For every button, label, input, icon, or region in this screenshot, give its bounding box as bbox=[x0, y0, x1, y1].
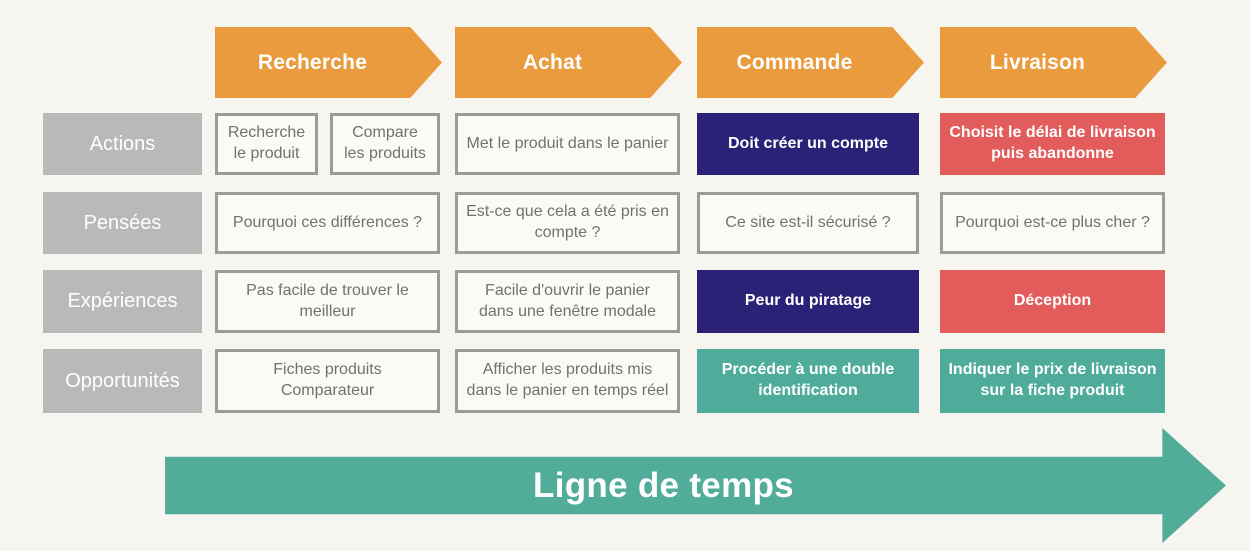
cell-actions-achat: Met le produit dans le panier bbox=[455, 113, 680, 175]
cell-experiences-achat: Facile d'ouvrir le panier dans une fenêt… bbox=[455, 270, 680, 333]
stage-label: Commande bbox=[736, 50, 853, 74]
stage-label: Recherche bbox=[257, 50, 368, 74]
stage-arrow-recherche: Recherche bbox=[215, 27, 442, 98]
cell-opportunites-livraison: Indiquer le prix de livraison sur la fic… bbox=[940, 349, 1165, 413]
cell-experiences-livraison: Déception bbox=[940, 270, 1165, 333]
cell-actions-commande: Doit créer un compte bbox=[697, 113, 919, 175]
cell-actions-livraison: Choisit le délai de livraison puis aband… bbox=[940, 113, 1165, 175]
cell-pensees-achat: Est-ce que cela a été pris en compte ? bbox=[455, 192, 680, 254]
stage-label: Achat bbox=[522, 50, 583, 74]
stage-arrow-commande: Commande bbox=[697, 27, 924, 98]
cell-pensees-commande: Ce site est-il sécurisé ? bbox=[697, 192, 919, 254]
cell-actions-compare-produits: Compare les produits bbox=[330, 113, 440, 175]
cell-experiences-recherche: Pas facile de trouver le meilleur bbox=[215, 270, 440, 333]
stage-label: Livraison bbox=[989, 50, 1086, 74]
cell-pensees-livraison: Pourquoi est-ce plus cher ? bbox=[940, 192, 1165, 254]
row-label-pensees: Pensées bbox=[43, 192, 202, 254]
cell-opportunites-recherche: Fiches produits Comparateur bbox=[215, 349, 440, 413]
row-label-opportunites: Opportunités bbox=[43, 349, 202, 413]
row-label-actions: Actions bbox=[43, 113, 202, 175]
row-label-experiences: Expériences bbox=[43, 270, 202, 333]
timeline-label: Ligne de temps bbox=[533, 465, 794, 505]
cell-pensees-recherche: Pourquoi ces différences ? bbox=[215, 192, 440, 254]
timeline-arrow: Ligne de temps bbox=[165, 428, 1226, 543]
cell-opportunites-achat: Afficher les produits mis dans le panier… bbox=[455, 349, 680, 413]
stage-arrow-achat: Achat bbox=[455, 27, 682, 98]
cell-opportunites-commande: Procéder à une double identification bbox=[697, 349, 919, 413]
cell-actions-recherche-produit: Recherche le produit bbox=[215, 113, 318, 175]
stage-arrow-livraison: Livraison bbox=[940, 27, 1167, 98]
cell-experiences-commande: Peur du piratage bbox=[697, 270, 919, 333]
